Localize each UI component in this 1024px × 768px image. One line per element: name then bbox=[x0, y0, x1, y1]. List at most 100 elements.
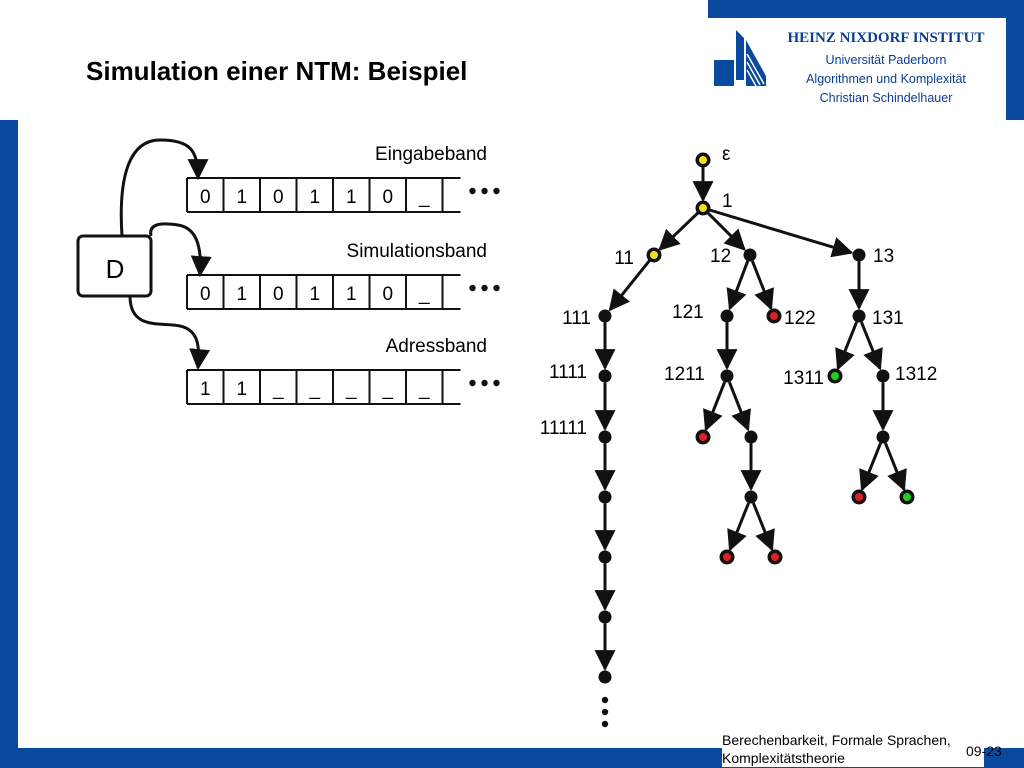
tree-node bbox=[598, 610, 612, 624]
tree-node-label: 122 bbox=[784, 308, 816, 329]
tape-cell: 1 bbox=[309, 187, 320, 208]
tape-ellipsis-dot bbox=[481, 187, 488, 195]
tree-node-label: 111 bbox=[562, 308, 591, 329]
tape-cell: 0 bbox=[273, 187, 284, 208]
footer-course-line1: Berechenbarkeit, Formale Sprachen, bbox=[722, 732, 951, 748]
tree-node-green bbox=[903, 493, 911, 501]
tree-node-label: 1111 bbox=[549, 362, 587, 383]
tape-cell: 0 bbox=[200, 284, 211, 305]
tree-node-label: ε bbox=[722, 144, 731, 165]
tape-ellipsis-dot bbox=[469, 187, 476, 195]
tree-edge bbox=[608, 259, 652, 312]
tree-node-yellow bbox=[650, 251, 658, 259]
tape-cell: 0 bbox=[273, 284, 284, 305]
tree-edges bbox=[594, 166, 907, 728]
tape-ellipsis-dot bbox=[481, 379, 488, 387]
tree-edge bbox=[835, 321, 858, 371]
tape-ellipsis-dot bbox=[481, 284, 488, 292]
tape-cell: 1 bbox=[236, 187, 247, 208]
tree-node-label: 11111 bbox=[540, 418, 587, 439]
tree-edge bbox=[752, 502, 775, 552]
tree-edge bbox=[750, 260, 774, 311]
tree-node bbox=[743, 248, 757, 262]
tape-cell: _ bbox=[418, 284, 430, 305]
group-name: Algorithmen und Komplexität bbox=[806, 72, 966, 86]
tape-label: Adressband bbox=[386, 336, 487, 357]
footer-course-line2: Komplexitätstheorie bbox=[722, 750, 845, 766]
tape-cell: 1 bbox=[346, 284, 357, 305]
tape-cell: 0 bbox=[200, 187, 211, 208]
tree-continuation-dot bbox=[601, 696, 609, 704]
tape-cell: 0 bbox=[382, 187, 393, 208]
tree-node bbox=[876, 430, 890, 444]
tree-node bbox=[598, 430, 612, 444]
machine-arrow-1 bbox=[119, 138, 209, 237]
tape-cell: 1 bbox=[309, 284, 320, 305]
machine-arrow-3 bbox=[128, 295, 211, 371]
machine-arrow-2 bbox=[149, 222, 212, 278]
tape-cell: _ bbox=[272, 379, 284, 400]
tree-node bbox=[744, 490, 758, 504]
tree-node-label: 1312 bbox=[895, 364, 937, 385]
tree-edge bbox=[703, 381, 727, 432]
tape-cell: 0 bbox=[382, 284, 393, 305]
tree-node-label: 12 bbox=[710, 246, 731, 267]
tape-label: Simulationsband bbox=[347, 241, 487, 262]
tree-node-yellow bbox=[699, 156, 707, 164]
tree-node-red bbox=[771, 553, 779, 561]
tree-edge bbox=[884, 442, 907, 492]
tree-node bbox=[598, 369, 612, 383]
tree-edge bbox=[727, 381, 751, 432]
tree-continuation-dot bbox=[601, 708, 609, 716]
tape-cell: _ bbox=[418, 187, 430, 208]
tree-node bbox=[598, 490, 612, 504]
tree-edge bbox=[708, 208, 854, 258]
tree-node-yellow bbox=[699, 204, 707, 212]
tree-edge bbox=[706, 211, 746, 251]
machine-label: D bbox=[106, 254, 125, 284]
tape-cell: 1 bbox=[346, 187, 357, 208]
page-title: Simulation einer NTM: Beispiel bbox=[86, 56, 468, 86]
tree-node-label: 131 bbox=[872, 308, 904, 329]
tree-node bbox=[720, 369, 734, 383]
footer-page-number: 09-23 bbox=[966, 743, 1002, 759]
tree-edge bbox=[859, 442, 882, 492]
tape-cell: 1 bbox=[236, 284, 247, 305]
tree-node-label: 1 bbox=[722, 191, 733, 212]
tree-edge bbox=[726, 260, 750, 311]
tape-cell: 1 bbox=[200, 379, 211, 400]
tree-node bbox=[598, 309, 612, 323]
tape-ellipsis-dot bbox=[493, 187, 500, 195]
tape-ellipsis-dot bbox=[469, 284, 476, 292]
institute-name: HEINZ NIXDORF INSTITUT bbox=[787, 30, 985, 46]
tape-ellipsis-dot bbox=[469, 379, 476, 387]
tree-continuation-dot bbox=[601, 720, 609, 728]
tree-node bbox=[876, 369, 890, 383]
tree-node-label: 1211 bbox=[664, 364, 705, 385]
tape-cell: _ bbox=[308, 379, 320, 400]
tree-edge bbox=[727, 502, 750, 552]
tree-node-red bbox=[770, 312, 778, 320]
tree-node bbox=[720, 309, 734, 323]
tree-node-red bbox=[699, 433, 707, 441]
tape-cell: 1 bbox=[236, 379, 247, 400]
tape-cell: _ bbox=[418, 379, 430, 400]
tape-cell: _ bbox=[345, 379, 357, 400]
tree-node-label: 1311 bbox=[783, 368, 824, 389]
tree-node bbox=[598, 670, 612, 684]
tree-node-label: 11 bbox=[614, 248, 634, 269]
tree-node-label: 121 bbox=[672, 302, 704, 323]
left-frame-bar bbox=[0, 120, 18, 768]
footer-course: Berechenbarkeit, Formale Sprachen, Kompl… bbox=[722, 731, 984, 767]
tree-edge bbox=[658, 211, 700, 251]
tree-node-green bbox=[831, 372, 839, 380]
tree-edge bbox=[860, 321, 883, 371]
tree-node bbox=[598, 550, 612, 564]
tree-node bbox=[744, 430, 758, 444]
tree-node-red bbox=[723, 553, 731, 561]
machine-group: D bbox=[76, 138, 212, 371]
tree-node bbox=[852, 248, 866, 262]
